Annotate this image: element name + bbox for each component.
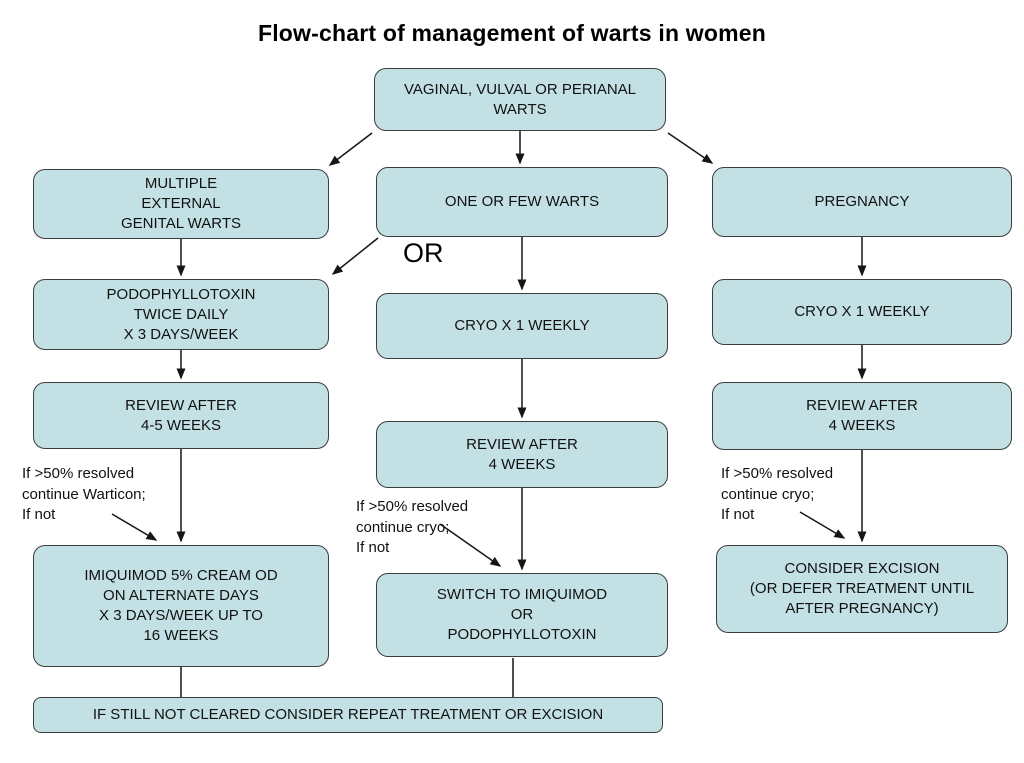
node-cryo-weekly-center: CRYO X 1 WEEKLY <box>376 293 668 359</box>
node-vaginal-vulval-perianal-warts: VAGINAL, VULVAL OR PERIANAL WARTS <box>374 68 666 131</box>
node-podophyllotoxin: PODOPHYLLOTOXIN TWICE DAILY X 3 DAYS/WEE… <box>33 279 329 350</box>
node-if-still-not-cleared: IF STILL NOT CLEARED CONSIDER REPEAT TRE… <box>33 697 663 733</box>
node-switch-to-imiquimod-or-podophyllotoxin: SWITCH TO IMIQUIMOD OR PODOPHYLLOTOXIN <box>376 573 668 657</box>
annotation-continue-cryo-right: If >50% resolved continue cryo; If not <box>721 465 834 523</box>
arrow-annotation-left <box>111 513 158 541</box>
arrow-root-to-multiple <box>328 132 373 166</box>
node-imiquimod-cream: IMIQUIMOD 5% CREAM OD ON ALTERNATE DAYS … <box>33 545 329 667</box>
node-review-4-5-weeks: REVIEW AFTER 4-5 WEEKS <box>33 382 329 449</box>
node-consider-excision: CONSIDER EXCISION (OR DEFER TREATMENT UN… <box>716 545 1008 633</box>
or-branch-label: OR <box>403 238 444 268</box>
annotation-continue-cryo-center: If >50% resolved continue cryo; If not <box>356 498 469 556</box>
node-multiple-external-genital-warts: MULTIPLE EXTERNAL GENITAL WARTS <box>33 169 329 239</box>
annotation-continue-warticon: If >50% resolved continue Warticon; If n… <box>22 465 146 523</box>
arrow-root-to-pregnancy <box>667 132 714 164</box>
arrow-annotation-right <box>799 511 846 539</box>
node-review-4-weeks-center: REVIEW AFTER 4 WEEKS <box>376 421 668 488</box>
arrow-one-or-few-to-podophyllotoxin-or <box>331 237 379 275</box>
arrow-annotation-center <box>439 523 502 567</box>
node-cryo-weekly-right: CRYO X 1 WEEKLY <box>712 279 1012 345</box>
node-pregnancy: PREGNANCY <box>712 167 1012 237</box>
node-one-or-few-warts: ONE OR FEW WARTS <box>376 167 668 237</box>
node-review-4-weeks-right: REVIEW AFTER 4 WEEKS <box>712 382 1012 450</box>
page-title: Flow-chart of management of warts in wom… <box>257 20 767 46</box>
